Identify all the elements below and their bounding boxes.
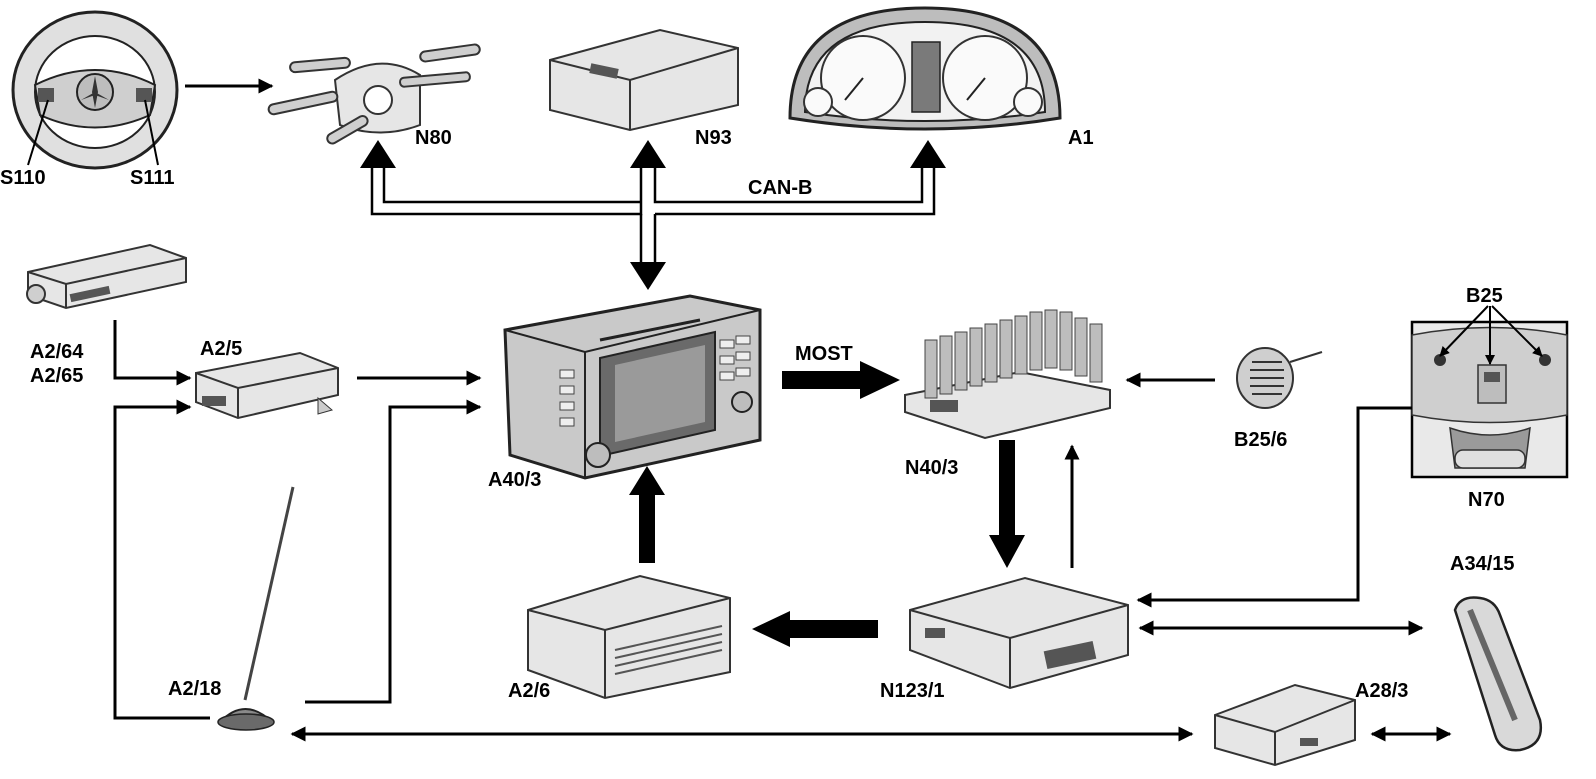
label-s111: S111 [130, 167, 175, 189]
connection-lines [27, 78, 1543, 742]
label-a34-15: A34/15 [1450, 553, 1515, 575]
label-b25-6: B25/6 [1234, 429, 1287, 451]
label-a2-6: A2/6 [508, 680, 550, 702]
sound-amplifier-icon [904, 309, 1111, 440]
label-n70: N70 [1468, 489, 1505, 511]
steering-column-module-icon [267, 43, 481, 145]
label-n80: N80 [415, 127, 452, 149]
phone-cradle-icon [1453, 596, 1543, 752]
label-a2-65: A2/65 [30, 365, 83, 387]
label-a28-3: A28/3 [1355, 680, 1408, 702]
label-a2-18: A2/18 [168, 678, 221, 700]
label-n93: N93 [695, 127, 732, 149]
label-a2-64: A2/64 [30, 341, 84, 363]
rod-antenna-icon [217, 486, 295, 731]
label-a40-3: A40/3 [488, 469, 541, 491]
cd-changer-icon [527, 574, 731, 700]
instrument-cluster-icon [788, 6, 1062, 131]
label-n123-1: N123/1 [880, 680, 945, 702]
label-a2-5: A2/5 [200, 338, 242, 360]
label-can-b: CAN-B [748, 177, 812, 199]
label-most: MOST [795, 343, 853, 365]
audio-head-unit-icon [503, 294, 762, 480]
tuner-module-icon [195, 351, 339, 420]
antenna-amplifier-icon [26, 243, 187, 310]
steering-wheel-icon [11, 10, 179, 170]
label-s110: S110 [0, 167, 46, 189]
communication-control-unit-icon [909, 576, 1129, 690]
phone-interface-module-icon [1214, 683, 1356, 767]
central-gateway-icon [549, 28, 739, 132]
label-b25: B25 [1466, 285, 1503, 307]
label-a1: A1 [1068, 127, 1094, 149]
microphone-icon [1236, 347, 1323, 409]
label-n40-3: N40/3 [905, 457, 958, 479]
